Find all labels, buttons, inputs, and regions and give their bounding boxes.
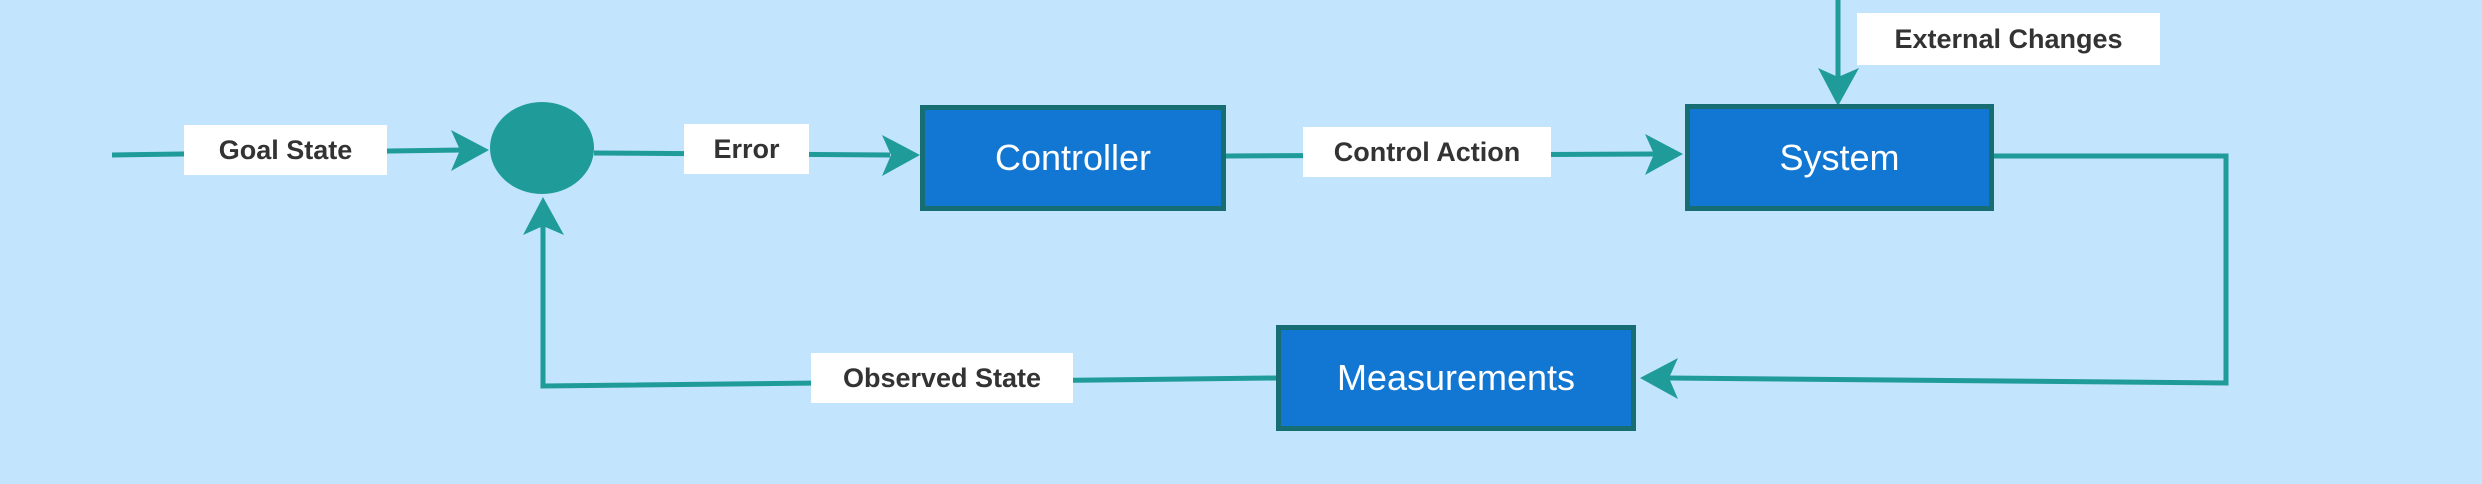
arrowhead-external — [1818, 68, 1859, 106]
control-action-label: Control Action — [1303, 127, 1551, 177]
controller-block: Controller — [920, 105, 1226, 211]
observed-state-label: Observed State — [811, 353, 1073, 403]
arrowhead-error — [882, 135, 920, 176]
measurements-block: Measurements — [1276, 325, 1636, 431]
summing-junction — [490, 102, 594, 194]
arrowhead-control-action — [1645, 134, 1683, 175]
error-label: Error — [684, 124, 809, 174]
system-block: System — [1685, 104, 1994, 211]
goal-state-label: Goal State — [184, 125, 387, 175]
wire-system-to-measurements — [1667, 153, 2229, 386]
external-changes-label: External Changes — [1857, 13, 2160, 65]
arrowhead-goal — [451, 130, 489, 171]
arrowhead-measurement — [1640, 358, 1678, 399]
arrowhead-observed — [523, 197, 564, 235]
